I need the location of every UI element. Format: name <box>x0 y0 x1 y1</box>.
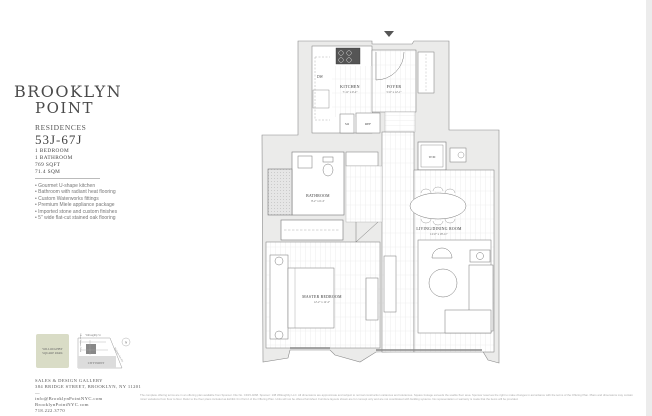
residences-label: RESIDENCES <box>35 123 87 132</box>
kitchen-label: KITCHEN <box>340 84 360 89</box>
park-area <box>36 334 69 368</box>
sofa-chaise <box>444 309 492 334</box>
feature-item: Bathroom with radiant heat flooring <box>35 189 117 195</box>
bedroom-label: MASTER BEDROOM <box>302 295 342 299</box>
linen-closet <box>345 151 379 167</box>
armchair-icon <box>431 247 453 259</box>
email-link[interactable]: info@BrooklynPointNYC.com <box>35 396 103 401</box>
phone-number: 718.222.3770 <box>35 408 66 413</box>
vanity-sink-icon <box>297 155 313 169</box>
entry-arrow-icon <box>384 31 394 37</box>
street-label: Albee Square West <box>79 333 82 352</box>
kitchen-floor <box>332 66 372 117</box>
sink-icon <box>312 89 330 109</box>
brand-logo-line2: POINT <box>35 99 94 117</box>
dining-chairs <box>420 186 456 226</box>
so-label: SO <box>345 122 350 126</box>
lamp-icon <box>274 256 284 266</box>
spec-bedrooms: 1 BEDROOM <box>35 148 70 154</box>
refrigerator-box <box>355 112 381 134</box>
windows <box>290 347 482 351</box>
map-lines <box>80 340 108 355</box>
street-label: Flatbush Ave Ext <box>113 347 124 363</box>
bathroom-label: BATHROOM <box>306 194 330 198</box>
contact-dash: — <box>35 390 40 395</box>
cooktop-icon <box>335 47 361 65</box>
bathroom-dims: 8'-2" x 6'-4" <box>311 200 325 203</box>
dishwasher-label: DW <box>317 75 324 79</box>
building-marker <box>86 344 96 354</box>
spec-sqm: 71.4 SQM <box>35 169 61 175</box>
oven-box <box>339 113 355 134</box>
corridor-floor <box>381 131 415 353</box>
dining-table-icon <box>409 192 467 220</box>
corridor-console <box>383 255 397 313</box>
foyer-floor <box>371 49 417 113</box>
toilet-icon <box>322 163 334 177</box>
shower-icon <box>267 168 293 216</box>
bedroom-dims: 12'-2" x 12'-2" <box>314 301 330 304</box>
lamp-icon <box>274 330 284 340</box>
entry-door[interactable] <box>375 51 405 81</box>
website-link[interactable]: BrooklynPointNYC.com <box>35 402 89 407</box>
park-label: SQUARE PARK <box>42 351 63 355</box>
gallery-address: 384 BRIDGE STREET, BROOKLYN, NY 11201 <box>35 384 142 389</box>
side-table <box>469 249 491 263</box>
unit-numbers: 53J-67J <box>35 132 83 147</box>
north-label: N <box>125 341 128 345</box>
bedroom-hall-floor <box>345 165 383 223</box>
washer-dryer-box <box>417 141 447 171</box>
contact-block: SALES & DESIGN GALLERY 384 BRIDGE STREET… <box>35 378 141 414</box>
street-label: Willoughby St <box>85 334 100 337</box>
spec-bathrooms: 1 BATHROOM <box>35 155 73 161</box>
bedroom-door[interactable] <box>355 221 379 243</box>
foyer-label: FOYER <box>387 84 402 89</box>
feature-item: Gourmet U-shape kitchen <box>35 183 117 189</box>
feature-item: Premium Miele appliance package <box>35 202 117 208</box>
ref-label: REF <box>365 122 371 126</box>
block-label: CITY POINT <box>88 361 105 365</box>
feature-item: Custom Waterworks fittings <box>35 196 117 202</box>
north-arrow-icon <box>121 337 131 347</box>
location-map: WILLOUGHBY SQUARE PARK Albee Square West… <box>36 333 131 369</box>
page-edge <box>646 0 652 416</box>
living-dims: 12'-0" x 18'-11" <box>430 233 448 236</box>
brand-logo-line1: BROOKLYN <box>14 82 123 101</box>
spec-sqft: 769 SQFT <box>35 162 61 168</box>
bed-icon <box>287 267 335 329</box>
kitchen-dims: 7'-11" x 9'-2" <box>343 91 358 94</box>
foyer-dims: 5'-6" x 12'-1" <box>387 91 402 94</box>
feature-list: Gourmet U-shape kitchen Bathroom with ra… <box>35 183 117 221</box>
park-label: WILLOUGHBY <box>42 347 63 351</box>
feature-item: 5" wide flat-cut stained oak flooring <box>35 215 117 221</box>
dresser <box>365 277 379 321</box>
living-label: LIVING/DINING ROOM <box>416 227 462 231</box>
divider <box>35 178 100 179</box>
feature-item: Imported stone and custom finishes <box>35 209 117 215</box>
hall-floor <box>384 111 416 133</box>
coffee-table-icon <box>428 268 458 298</box>
city-point-block <box>78 356 116 368</box>
headboard <box>269 254 289 340</box>
legal-disclaimer: The complete offering terms are in an of… <box>140 393 633 401</box>
wd-label: W/D <box>429 155 436 159</box>
gallery-label: SALES & DESIGN GALLERY <box>35 378 103 383</box>
